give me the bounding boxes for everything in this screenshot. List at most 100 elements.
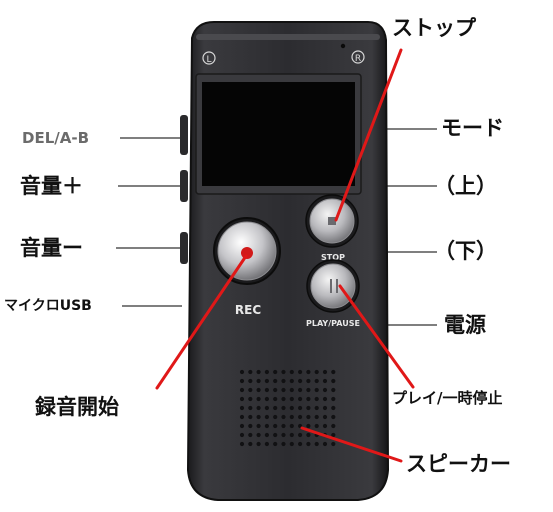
label-del-ab: DEL/A-B: [22, 129, 90, 147]
speaker-hole: [331, 369, 336, 375]
speaker-hole: [248, 441, 253, 447]
pointer-stop: [334, 48, 403, 222]
speaker-hole: [322, 441, 328, 447]
speaker-hole: [273, 405, 278, 411]
speaker-hole: [314, 441, 319, 447]
speaker-hole: [306, 378, 311, 384]
speaker-hole: [264, 405, 269, 411]
stop-label: STOP: [321, 253, 345, 262]
speaker-hole: [322, 378, 328, 384]
speaker-hole: [306, 423, 311, 429]
label-volume-up: 音量＋: [20, 174, 83, 198]
speaker-hole: [248, 396, 253, 402]
speaker-hole: [239, 423, 245, 429]
speaker-hole: [289, 369, 294, 375]
label-speaker: スピーカー: [406, 452, 511, 476]
speaker-hole: [239, 405, 245, 411]
speaker-hole: [264, 423, 269, 429]
speaker-hole: [264, 387, 269, 393]
speaker-hole: [331, 378, 336, 384]
speaker-hole: [281, 396, 286, 402]
speaker-hole: [264, 378, 269, 384]
speaker-hole: [256, 423, 261, 429]
speaker-hole: [322, 423, 328, 429]
speaker-hole: [331, 441, 336, 447]
speaker-hole: [256, 414, 261, 420]
speaker-hole: [281, 378, 286, 384]
speaker-hole: [239, 369, 245, 375]
label-play-pause: プレイ/一時停止: [392, 389, 503, 407]
speaker-hole: [273, 387, 278, 393]
stop-button[interactable]: [305, 194, 359, 248]
rec-dot-icon: [241, 247, 253, 259]
speaker-hole: [281, 414, 286, 420]
speaker-hole: [256, 432, 261, 438]
speaker-hole: [314, 405, 319, 411]
label-micro-usb: マイクロUSB: [4, 298, 92, 314]
speaker-hole: [298, 441, 303, 447]
speaker-hole: [314, 414, 319, 420]
speaker-hole: [322, 414, 328, 420]
speaker-grille: [239, 369, 336, 447]
speaker-hole: [289, 423, 294, 429]
microphone-hole: [340, 43, 346, 49]
speaker-hole: [331, 396, 336, 402]
speaker-hole: [306, 405, 311, 411]
speaker-hole: [331, 405, 336, 411]
speaker-hole: [289, 414, 294, 420]
pointer-lines: [155, 48, 415, 463]
speaker-hole: [239, 432, 245, 438]
speaker-hole: [248, 387, 253, 393]
indicator-left-text: L: [206, 55, 211, 65]
speaker-hole: [331, 387, 336, 393]
speaker-hole: [256, 387, 261, 393]
speaker-hole: [289, 432, 294, 438]
label-power: 電源: [444, 313, 486, 337]
speaker-hole: [331, 414, 336, 420]
indicator-right-ring: [351, 50, 365, 64]
speaker-hole: [273, 396, 278, 402]
speaker-hole: [281, 441, 286, 447]
speaker-hole: [306, 414, 311, 420]
speaker-hole: [298, 369, 303, 375]
label-up: （上）: [434, 174, 497, 198]
top-bevel: [196, 34, 380, 40]
speaker-hole: [306, 441, 311, 447]
play-pause-label: PLAY/PAUSE: [306, 319, 360, 328]
speaker-hole: [264, 396, 269, 402]
speaker-hole: [306, 432, 311, 438]
indicator-right-text: R: [355, 54, 361, 64]
speaker-hole: [314, 387, 319, 393]
label-record-start: 録音開始: [35, 395, 119, 419]
speaker-hole: [256, 396, 261, 402]
speaker-hole: [289, 396, 294, 402]
speaker-hole: [264, 414, 269, 420]
speaker-hole: [298, 396, 303, 402]
label-mode: モード: [441, 116, 504, 140]
speaker-hole: [306, 387, 311, 393]
speaker-hole: [248, 414, 253, 420]
speaker-hole: [314, 396, 319, 402]
speaker-hole: [306, 369, 311, 375]
pointer-play-pause: [338, 284, 415, 389]
speaker-hole: [273, 369, 278, 375]
speaker-hole: [256, 369, 261, 375]
speaker-hole: [331, 432, 336, 438]
rec-button[interactable]: [213, 217, 281, 285]
speaker-hole: [322, 387, 328, 393]
screen: [202, 82, 355, 186]
speaker-hole: [256, 441, 261, 447]
speaker-hole: [289, 378, 294, 384]
speaker-hole: [248, 423, 253, 429]
speaker-hole: [239, 414, 245, 420]
speaker-hole: [239, 396, 245, 402]
speaker-hole: [289, 441, 294, 447]
speaker-hole: [289, 405, 294, 411]
indicator-left-ring: [202, 51, 216, 65]
speaker-hole: [264, 369, 269, 375]
play-pause-button[interactable]: [306, 259, 360, 313]
speaker-hole: [281, 432, 286, 438]
speaker-hole: [248, 378, 253, 384]
speaker-hole: [298, 432, 303, 438]
speaker-hole: [281, 369, 286, 375]
